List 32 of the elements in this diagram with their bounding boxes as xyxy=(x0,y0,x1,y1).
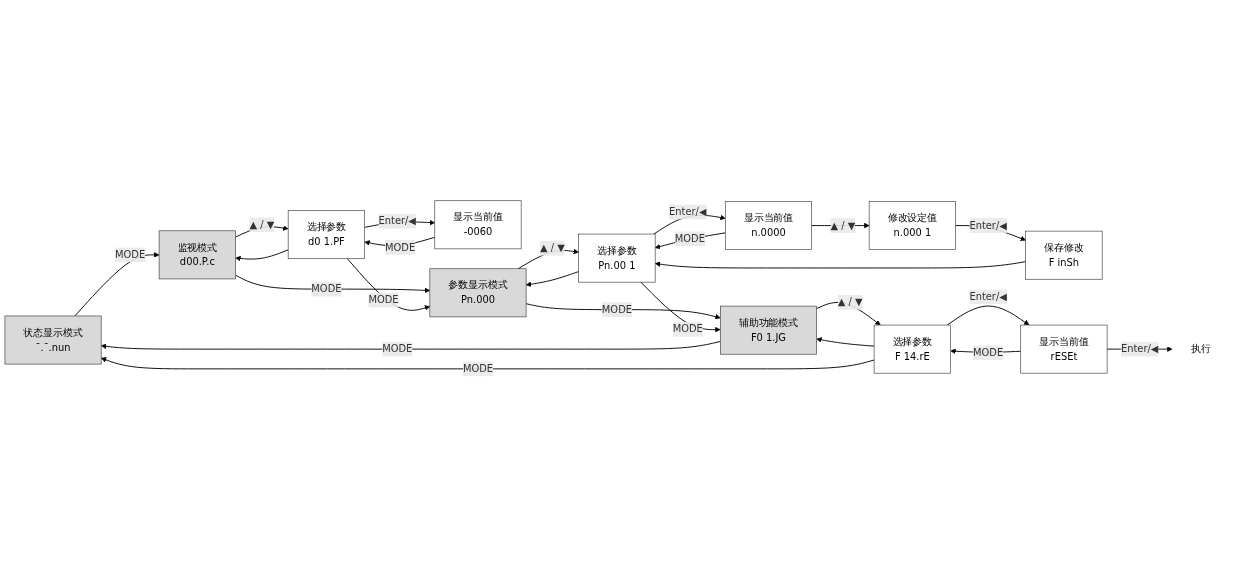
edge-label: MODE xyxy=(601,303,632,316)
edge-label: MODE xyxy=(368,293,399,306)
node-box: 选择参数 F 14.rE xyxy=(873,324,951,374)
node-box: 监视模式 d00.P.c xyxy=(158,230,236,280)
edge-label: ▲ / ▼ xyxy=(249,218,275,231)
node-box: 显示当前值 -0060 xyxy=(434,200,522,250)
edge-label: ▲ / ▼ xyxy=(539,242,565,254)
node-box: 保存修改 F inSh xyxy=(1025,230,1103,280)
node-box: 显示当前值 n.0000 xyxy=(725,201,812,250)
edge-label: Enter/◀ xyxy=(969,219,1007,232)
node-box: 选择参数 Pn.00 1 xyxy=(578,233,656,283)
edge-label: MODE xyxy=(672,323,703,335)
edge-label: MODE xyxy=(382,342,413,355)
edge-label: MODE xyxy=(674,232,705,245)
node-box: 显示当前值 rESEt xyxy=(1020,324,1108,374)
node-box: 参数显示模式 Pn.000 xyxy=(429,268,527,318)
edge-label: MODE xyxy=(385,241,416,253)
node-box: 状态显示模式 ¯.¯.nun xyxy=(4,315,102,365)
edge-label: MODE xyxy=(311,282,342,295)
edge-label: Enter/◀ xyxy=(1121,342,1159,355)
node-text: 执行 xyxy=(1190,342,1211,355)
edge-label: ▲ / ▼ xyxy=(837,296,863,308)
edge-label: ▲ / ▼ xyxy=(830,219,856,232)
edge-label: Enter/◀ xyxy=(378,214,416,227)
node-box: 选择参数 d0 1.PF xyxy=(287,210,365,260)
edge-label: MODE xyxy=(115,248,146,261)
edge-label: MODE xyxy=(462,362,494,375)
node-box: 辅助功能模式 F0 1.JG xyxy=(720,305,817,355)
node-box: 修改设定值 n.000 1 xyxy=(868,201,956,250)
edge-label: Enter/◀ xyxy=(969,290,1007,303)
edge-label: Enter/◀ xyxy=(669,205,707,218)
edge-label: MODE xyxy=(973,346,1004,359)
